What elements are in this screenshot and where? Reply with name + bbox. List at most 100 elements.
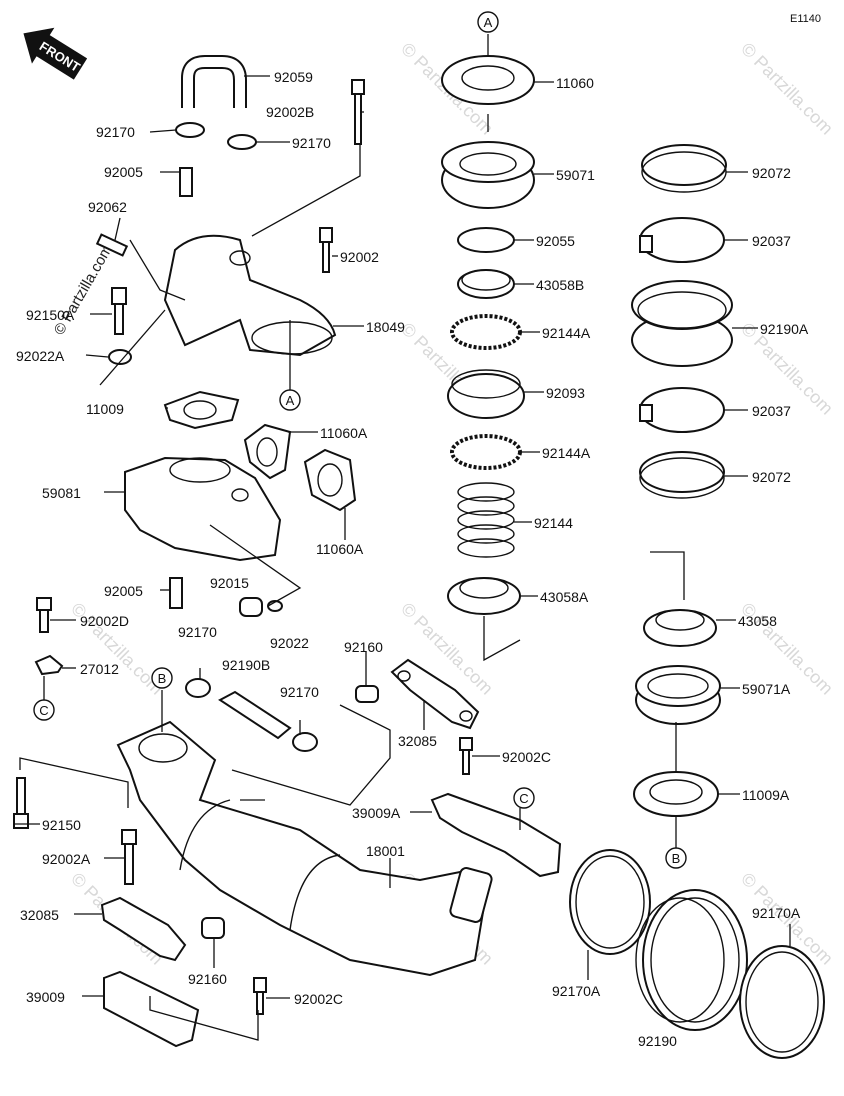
clamp-icon xyxy=(227,134,257,150)
bolt-icon xyxy=(319,227,333,273)
hose-92190b-icon xyxy=(218,690,292,740)
part-label: 11060A xyxy=(316,541,364,557)
part-label: 92002C xyxy=(502,749,551,765)
part-label: 92190 xyxy=(638,1033,677,1049)
bracket-arm-icon xyxy=(100,896,187,962)
part-label: 18001 xyxy=(366,843,405,859)
part-label: 92037 xyxy=(752,233,791,249)
part-label: 92170 xyxy=(96,124,135,140)
clamp-ring-icon xyxy=(739,945,825,1059)
water-jacket-icon xyxy=(124,456,282,562)
part-label: 92170 xyxy=(292,135,331,151)
plug-icon xyxy=(239,597,263,617)
part-label: 43058 xyxy=(738,613,777,629)
part-label: 11009 xyxy=(86,401,124,417)
part-label: 92015 xyxy=(210,575,249,591)
part-label: 92005 xyxy=(104,583,143,599)
clamp-icon xyxy=(292,732,318,752)
bolt-icon xyxy=(253,977,267,1015)
retainer-icon xyxy=(447,369,525,419)
part-label: 92190B xyxy=(222,657,270,673)
part-label: 92072 xyxy=(752,469,791,485)
part-label: 18049 xyxy=(366,319,405,335)
reference-b: B xyxy=(158,671,167,686)
part-label: 92072 xyxy=(752,165,791,181)
bracket-icon xyxy=(34,654,64,676)
reference-a: A xyxy=(484,15,493,30)
bolt-icon xyxy=(13,777,29,829)
part-label: 92055 xyxy=(536,233,575,249)
part-label: 92170 xyxy=(178,624,217,640)
part-label: 43058A xyxy=(540,589,589,605)
part-label: 59071 xyxy=(556,167,595,183)
part-label: 92170A xyxy=(752,905,801,921)
part-label: 92190A xyxy=(760,321,809,337)
seat-icon xyxy=(447,577,521,615)
part-label: 92022A xyxy=(16,348,65,364)
part-label: 92005 xyxy=(104,164,143,180)
part-label: 92002D xyxy=(80,613,129,629)
exhaust-elbow-icon xyxy=(163,234,337,357)
washer-icon xyxy=(108,349,132,365)
part-label: 92144 xyxy=(534,515,573,531)
expansion-chamber-icon xyxy=(116,720,487,977)
watermark: © Partzilla.com xyxy=(737,39,837,139)
rubber-mount-icon xyxy=(103,970,200,1048)
clamp-icon xyxy=(185,678,211,698)
reference-a: A xyxy=(286,393,295,408)
bellows-icon xyxy=(631,280,733,367)
band-icon xyxy=(641,144,727,193)
pin-icon xyxy=(95,233,129,257)
reference-marks: A A B B C C xyxy=(33,11,687,869)
clamp-ring-icon xyxy=(569,849,651,955)
part-label: 92144A xyxy=(542,325,591,341)
part-label: 92002A xyxy=(42,851,91,867)
leader-lines xyxy=(14,34,791,1041)
part-label: 92150 xyxy=(42,817,81,833)
band-icon xyxy=(639,451,725,499)
coil-spring-icon xyxy=(457,482,515,558)
part-label: 92002 xyxy=(340,249,379,265)
reference-c: C xyxy=(519,791,528,806)
part-label: 92002B xyxy=(266,104,314,120)
bellows-icon xyxy=(635,889,748,1031)
part-label: 32085 xyxy=(20,907,59,923)
part-label: 92062 xyxy=(88,199,127,215)
part-label: 92002C xyxy=(294,991,343,1007)
band-clamp-icon xyxy=(639,387,725,433)
diagram-code: E1140 xyxy=(790,13,821,25)
part-label: 39009A xyxy=(352,805,401,821)
part-label: 92022 xyxy=(270,635,309,651)
part-label: 92037 xyxy=(752,403,791,419)
gasket-icon xyxy=(243,423,292,480)
part-label: 11009A xyxy=(742,787,790,803)
ring-icon xyxy=(457,269,515,299)
gasket-icon xyxy=(441,55,535,105)
bushing-icon xyxy=(201,917,225,939)
bushing-icon xyxy=(355,685,379,703)
reference-b: B xyxy=(672,851,681,866)
part-label: 27012 xyxy=(80,661,119,677)
fitting-icon xyxy=(179,167,193,197)
part-label: 92093 xyxy=(546,385,585,401)
bolt-icon xyxy=(459,737,473,775)
part-label: 92144A xyxy=(542,445,591,461)
part-label: 92170 xyxy=(280,684,319,700)
fitting-icon xyxy=(169,577,183,609)
gasket-icon xyxy=(633,771,719,817)
bellows-flange-icon xyxy=(441,141,535,209)
gasket-icon xyxy=(303,448,357,512)
bolt-icon xyxy=(121,829,137,885)
bracket-plate-icon xyxy=(430,792,562,878)
part-label: 92059 xyxy=(274,69,313,85)
spring-ring-icon xyxy=(450,314,522,350)
part-label: 92160 xyxy=(344,639,383,655)
reference-c: C xyxy=(39,703,48,718)
gasket-icon xyxy=(163,390,240,430)
band-clamp-icon xyxy=(639,217,725,263)
bracket-arm-icon xyxy=(390,658,480,730)
part-label: 92150A xyxy=(26,307,75,323)
part-label: 59081 xyxy=(42,485,81,501)
part-label: 59071A xyxy=(742,681,791,697)
